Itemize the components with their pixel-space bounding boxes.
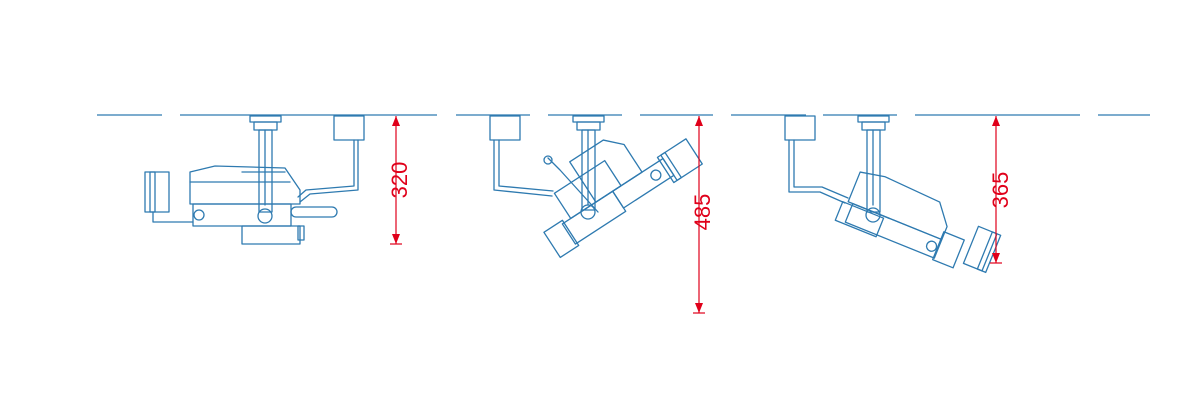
fixture-3 [784, 115, 1002, 274]
dimension-3: 365 [988, 116, 1013, 264]
dimension-2: 485 [690, 116, 715, 314]
fixture-2 [489, 115, 703, 259]
dimension-1: 320 [387, 116, 412, 245]
dimension-label-3: 365 [988, 172, 1013, 209]
dimension-label-1: 320 [387, 162, 412, 199]
fixture-1 [144, 115, 365, 245]
dimension-label-2: 485 [690, 194, 715, 231]
